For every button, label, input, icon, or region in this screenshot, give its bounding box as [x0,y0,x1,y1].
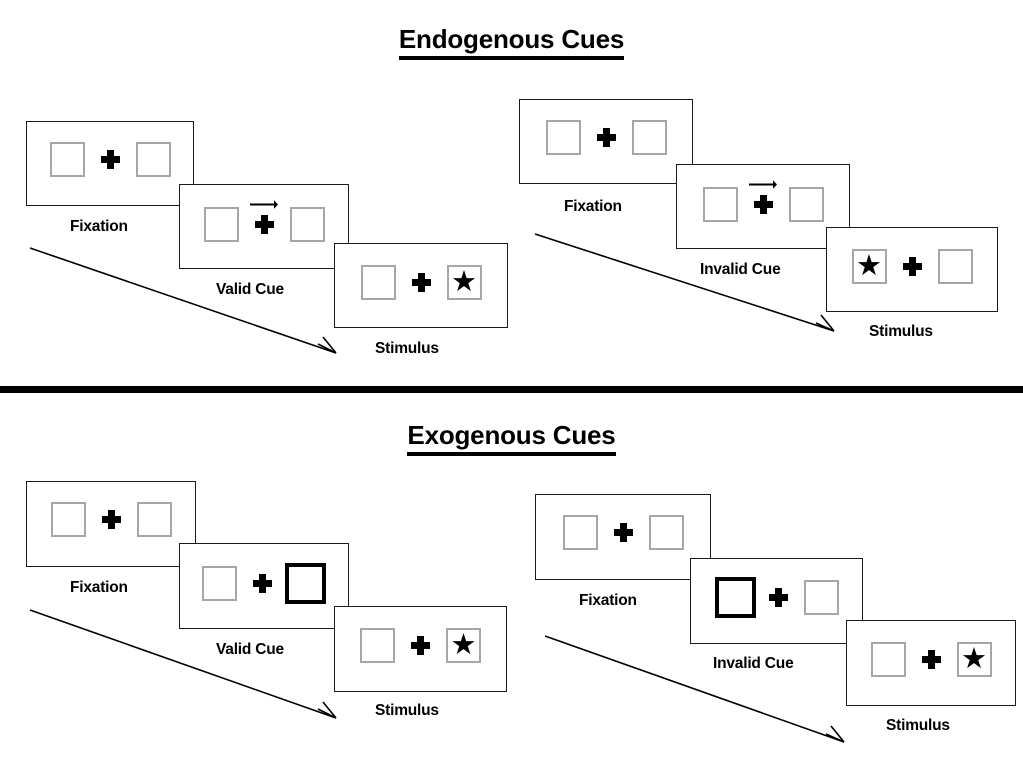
panel-content [520,120,692,155]
stimulus-box-right [135,142,171,177]
panel-content: ★ [335,265,507,300]
stimulus-box-left: ★ [851,249,887,284]
section-endogenous: Endogenous Cues Fixation Valid Cue [0,24,1023,357]
panel-content [27,142,193,177]
panel-endogenous-valid-stimulus[interactable]: ★ [334,243,508,328]
panel-caption-endogenous-invalid-cue: Invalid Cue [700,261,781,278]
fixation-cross-icon [254,215,274,234]
panel-content [27,502,195,537]
panel-content [677,187,849,222]
fixation-cross-icon [768,588,788,607]
section-divider [0,386,1023,393]
stimulus-box-left [50,502,86,537]
cue-box-right-highlighted [285,563,326,604]
star-target-icon: ★ [451,266,477,298]
panel-content: ★ [335,628,506,663]
stimulus-box-right [937,249,973,284]
panel-caption-exogenous-invalid-cue: Invalid Cue [713,655,794,672]
stimulus-box-right [788,187,824,222]
stimulus-box-right [803,580,839,615]
stimulus-box-left [49,142,85,177]
stimulus-box-left [202,566,237,601]
stimulus-box-right [289,207,325,242]
panel-content [691,577,862,618]
fixation-cross-icon [902,257,922,276]
stimulus-box-left [562,515,598,550]
star-target-icon: ★ [961,643,987,675]
fixation-cross-icon [411,273,431,292]
section-title-endogenous-text: Endogenous Cues [398,24,624,60]
star-target-icon: ★ [450,629,477,661]
panel-content [180,207,348,242]
panel-content: ★ [827,249,997,284]
fixation-cross-icon [253,574,272,593]
stimulus-box-left [360,265,396,300]
panel-exogenous-valid-stimulus[interactable]: ★ [334,606,507,692]
stimulus-box-left [203,207,239,242]
panel-caption-exogenous-valid-fixation: Fixation [70,579,128,596]
stimulus-box-right [136,502,172,537]
time-flow-arrow-exogenous-invalid [544,635,845,743]
panel-content: ★ [847,642,1015,677]
section-title-endogenous: Endogenous Cues [0,24,1023,60]
panel-endogenous-valid-cue[interactable] [179,184,349,269]
panel-caption-exogenous-valid-stimulus: Stimulus [375,702,439,719]
panel-caption-endogenous-valid-cue: Valid Cue [216,281,284,298]
stimulus-box-right [648,515,684,550]
panel-endogenous-valid-fixation[interactable] [26,121,194,206]
stimulus-box-right: ★ [446,265,482,300]
panel-exogenous-valid-fixation[interactable] [26,481,196,567]
stimulus-box-right [631,120,667,155]
panel-caption-endogenous-invalid-stimulus: Stimulus [869,323,933,340]
fixation-cross-icon [100,150,120,169]
stimulus-box-left [870,642,906,677]
fixation-cross-icon [101,510,121,529]
panel-caption-exogenous-invalid-fixation: Fixation [579,592,637,609]
fixation-cross-icon [411,636,430,655]
section-title-exogenous: Exogenous Cues [0,420,1023,456]
section-exogenous: Exogenous Cues Fixation Valid Cue [0,389,1023,767]
star-target-icon: ★ [856,250,882,282]
stimulus-box-left [702,187,738,222]
panel-caption-exogenous-invalid-stimulus: Stimulus [886,717,950,734]
panel-caption-endogenous-valid-stimulus: Stimulus [375,340,439,357]
stimulus-box-right: ★ [446,628,481,663]
panel-exogenous-invalid-stimulus[interactable]: ★ [846,620,1016,706]
section-title-exogenous-text: Exogenous Cues [407,420,616,456]
cue-box-left-highlighted [714,577,756,618]
panel-caption-exogenous-valid-cue: Valid Cue [216,641,284,658]
panel-endogenous-invalid-fixation[interactable] [519,99,693,184]
stimulus-box-right: ★ [956,642,992,677]
panel-endogenous-invalid-cue[interactable] [676,164,850,249]
panel-endogenous-invalid-stimulus[interactable]: ★ [826,227,998,312]
stimulus-box-left [545,120,581,155]
panel-caption-endogenous-invalid-fixation: Fixation [564,198,622,215]
fixation-cross-icon [596,128,616,147]
panel-exogenous-invalid-fixation[interactable] [535,494,711,580]
fixation-cross-icon [613,523,633,542]
panel-content [536,515,710,550]
panel-content [180,563,348,604]
panel-caption-endogenous-valid-fixation: Fixation [70,218,128,235]
stimulus-box-left [360,628,395,663]
panel-exogenous-valid-cue[interactable] [179,543,349,629]
panel-exogenous-invalid-cue[interactable] [690,558,863,644]
fixation-cross-icon [753,195,773,214]
fixation-cross-icon [921,650,941,669]
